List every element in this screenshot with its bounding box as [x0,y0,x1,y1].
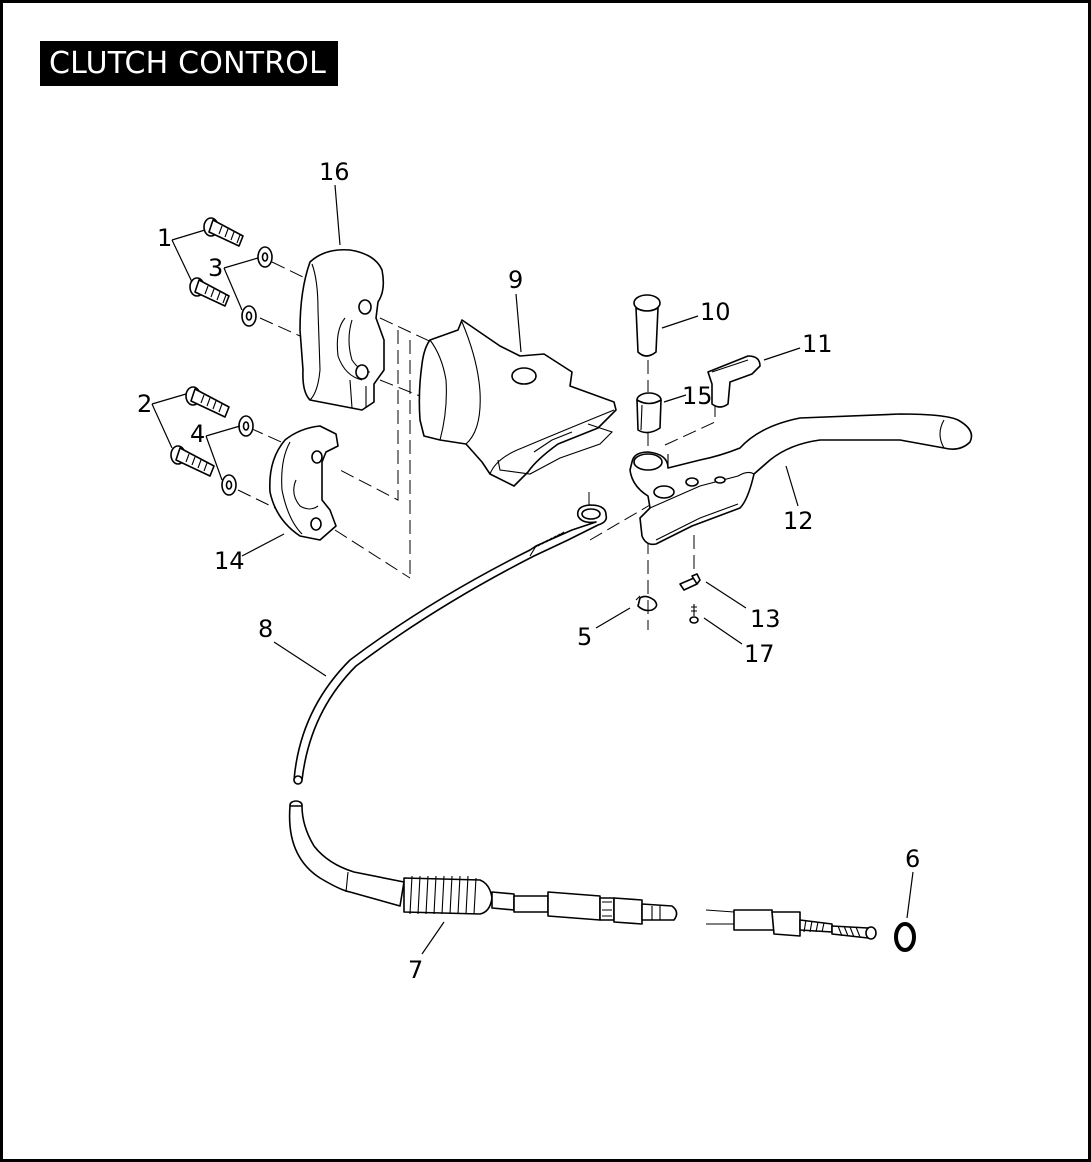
upper-clamp-part-16 [299,248,385,411]
screw-part-1-lower [189,277,230,307]
lever-pad-part-11 [707,355,761,408]
callout-14: 14 [214,547,245,575]
callout-6: 6 [905,845,920,873]
screw-part-1-upper [203,217,244,247]
pin-part-13 [679,573,701,591]
o-ring-part-6 [894,922,916,952]
callout-5: 5 [577,623,592,651]
callout-9: 9 [508,266,523,294]
retaining-ring-part-5 [635,595,658,612]
perch-housing-part-9 [418,319,617,487]
callout-3: 3 [208,254,223,282]
callout-17: 17 [744,640,775,668]
pivot-pin-part-10 [633,294,661,357]
callout-10: 10 [700,298,731,326]
callout-13: 13 [750,605,781,633]
clutch-lever-part-12 [629,413,973,546]
washer-part-4-lower [221,474,237,496]
callout-1: 1 [157,224,172,252]
leader-lines [151,184,914,955]
screw-part-17 [689,604,699,624]
callout-12: 12 [783,507,814,535]
page-title: CLUTCH CONTROL [40,41,339,86]
callout-7: 7 [408,956,423,984]
clutch-cable-part-8-upper [293,504,608,785]
screw-part-2-upper [185,386,230,418]
callout-16: 16 [319,158,350,186]
screw-part-2-lower [170,445,215,477]
callout-8: 8 [258,615,273,643]
callout-11: 11 [802,330,833,358]
washer-part-3-upper [257,246,273,268]
clutch-cable-part-7-lower [288,800,877,940]
callout-4: 4 [190,420,205,448]
washer-part-4-upper [238,415,254,437]
bushing-part-15 [636,392,662,434]
callout-2: 2 [137,390,152,418]
callout-15: 15 [682,382,713,410]
washer-part-3-lower [241,305,257,327]
assembly-lines [237,261,716,630]
lower-clamp-part-14 [268,425,339,541]
callout-numbers: 1 2 3 4 5 6 7 8 9 10 11 12 13 14 15 16 1… [137,158,920,984]
